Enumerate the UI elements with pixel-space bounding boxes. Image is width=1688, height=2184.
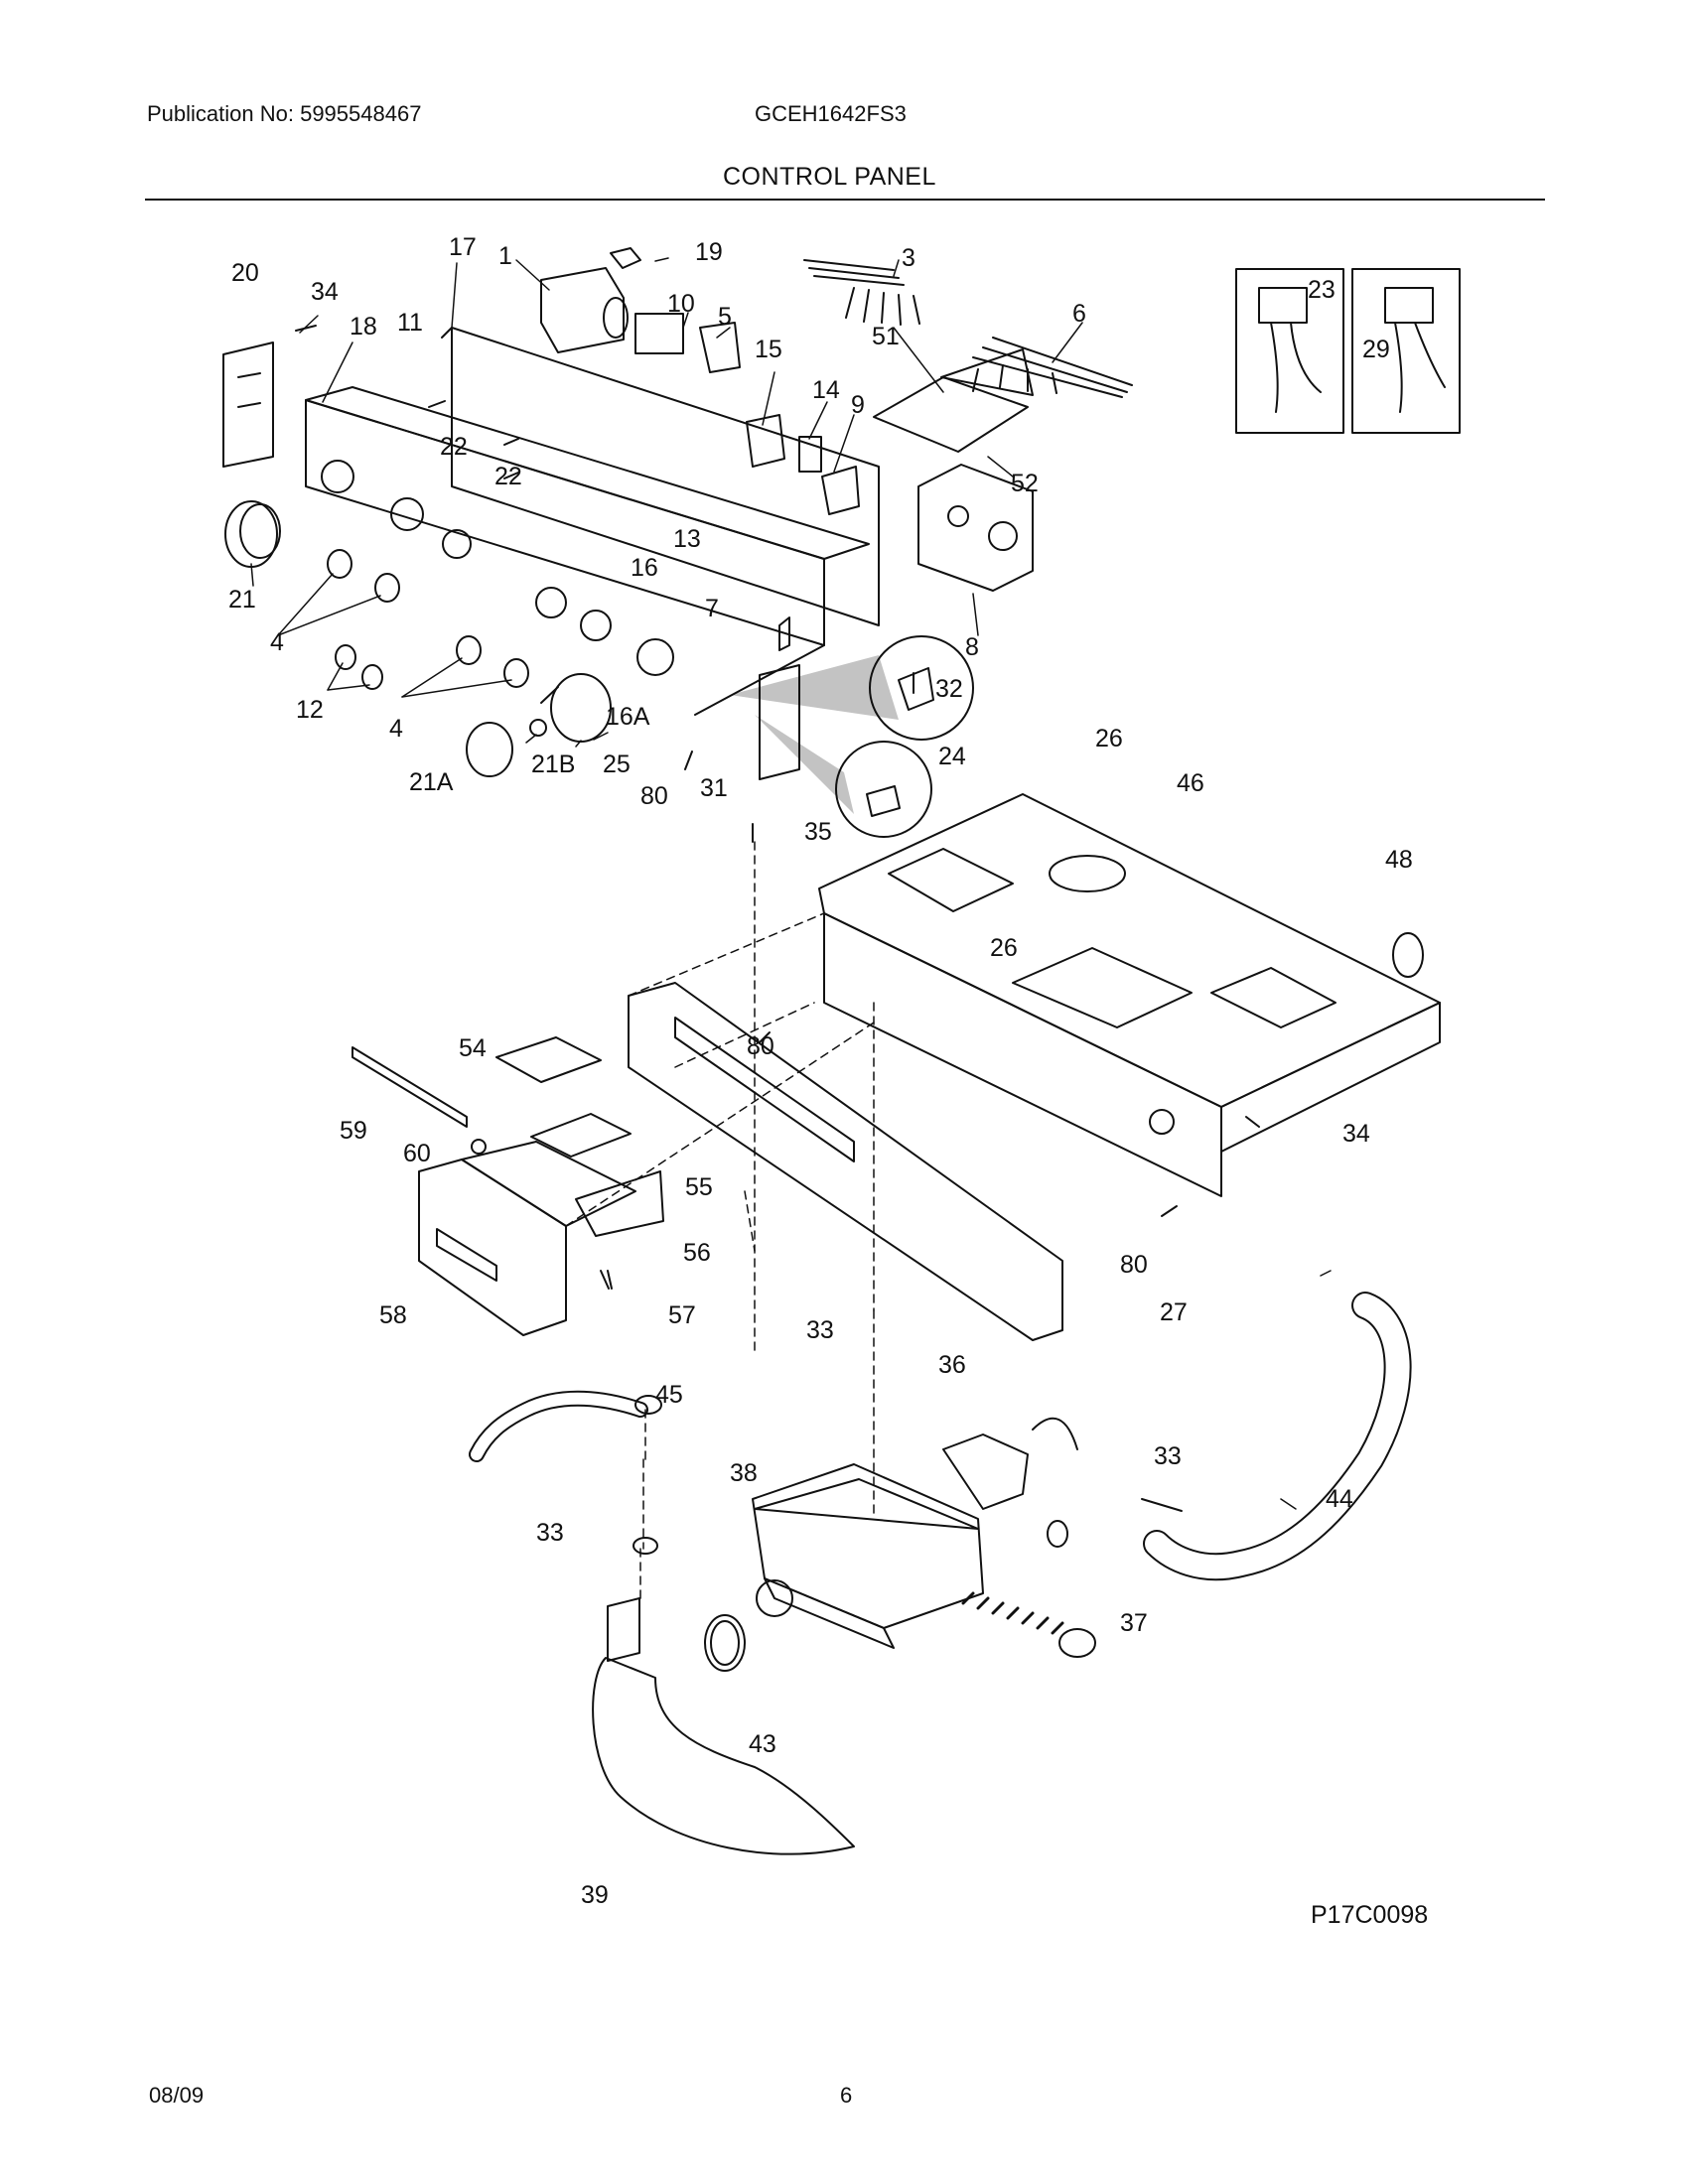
callout-22: 22 xyxy=(494,463,522,490)
fill-hose xyxy=(469,1390,648,1462)
dispenser-inserts xyxy=(352,1036,664,1290)
header-rule xyxy=(145,199,1545,201)
callout-4: 4 xyxy=(270,628,284,656)
assembly-guide-lines xyxy=(565,841,875,1599)
callout-5: 5 xyxy=(718,303,732,331)
callout-21B: 21B xyxy=(531,751,575,778)
small-knobs xyxy=(327,549,529,690)
callout-11: 11 xyxy=(397,309,423,337)
callout-43: 43 xyxy=(749,1730,776,1758)
callout-52: 52 xyxy=(1011,470,1039,497)
callout-34: 34 xyxy=(1342,1120,1370,1148)
dispenser-drawer xyxy=(418,1141,636,1336)
callout-24: 24 xyxy=(938,743,966,770)
callout-12: 12 xyxy=(296,696,324,724)
callout-22: 22 xyxy=(440,433,468,461)
callout-9: 9 xyxy=(851,391,865,419)
callout-80: 80 xyxy=(747,1032,774,1060)
callout-60: 60 xyxy=(403,1140,431,1167)
callout-27: 27 xyxy=(1160,1298,1188,1326)
callout-3: 3 xyxy=(902,244,915,272)
switch-blocks xyxy=(610,247,741,373)
callout-26: 26 xyxy=(1095,725,1123,752)
callout-32: 32 xyxy=(935,675,963,703)
callout-80: 80 xyxy=(1120,1251,1148,1279)
callout-35: 35 xyxy=(804,818,832,846)
motor-unit xyxy=(917,464,1034,592)
callout-14: 14 xyxy=(812,376,840,404)
rear-knob xyxy=(1392,932,1424,978)
dispenser-housing xyxy=(752,1417,1078,1649)
drain-hose xyxy=(1141,1292,1412,1581)
callout-37: 37 xyxy=(1120,1609,1148,1637)
callout-34: 34 xyxy=(311,278,339,306)
callout-19: 19 xyxy=(695,238,723,266)
footer-date: 08/09 xyxy=(149,2083,205,2108)
mount-bracket xyxy=(730,616,974,838)
base-plate xyxy=(818,793,1441,1197)
callout-17: 17 xyxy=(449,233,477,261)
callout-18: 18 xyxy=(350,313,377,341)
callout-20: 20 xyxy=(231,259,259,287)
callout-6: 6 xyxy=(1072,300,1086,328)
callout-48: 48 xyxy=(1385,846,1413,874)
callout-54: 54 xyxy=(459,1034,487,1062)
callout-13: 13 xyxy=(673,525,701,553)
callout-23: 23 xyxy=(1308,276,1336,304)
callout-labels: 1 3 4 4 5 6 7 8 9 10 11 12 13 14 15 16 1… xyxy=(228,233,1413,1909)
cycle-knob-assembly xyxy=(466,673,612,777)
callout-57: 57 xyxy=(668,1301,696,1329)
screws xyxy=(295,325,1260,1217)
back-bracket xyxy=(441,327,880,626)
leader-lines xyxy=(250,257,1332,1510)
callout-26: 26 xyxy=(990,934,1018,962)
front-trim-panel xyxy=(628,982,1063,1341)
model-number: GCEH1642FS3 xyxy=(755,101,907,126)
callout-8: 8 xyxy=(965,633,979,661)
callout-33: 33 xyxy=(806,1316,834,1344)
connector-insets xyxy=(1235,268,1461,434)
callout-38: 38 xyxy=(730,1459,758,1487)
callout-21: 21 xyxy=(228,586,256,614)
figure-code: P17C0098 xyxy=(1311,1901,1429,1929)
callout-15: 15 xyxy=(755,336,782,363)
wire-harnesses xyxy=(803,259,1133,398)
end-bracket xyxy=(222,341,274,468)
callout-59: 59 xyxy=(340,1117,367,1145)
callout-16A: 16A xyxy=(606,703,650,731)
callout-51: 51 xyxy=(872,323,900,350)
page-number: 6 xyxy=(840,2083,853,2108)
callout-55: 55 xyxy=(685,1173,713,1201)
callout-10: 10 xyxy=(667,290,695,318)
callout-39: 39 xyxy=(581,1881,609,1909)
air-duct xyxy=(592,1597,855,1855)
callout-7: 7 xyxy=(705,595,719,622)
hose-clamps xyxy=(633,1395,1068,1555)
bellows-hose xyxy=(961,1591,1096,1658)
callout-80: 80 xyxy=(640,782,668,810)
callout-21A: 21A xyxy=(409,768,454,796)
callout-33: 33 xyxy=(536,1519,564,1547)
control-console-panel xyxy=(305,386,870,716)
callout-31: 31 xyxy=(700,774,728,802)
callout-4: 4 xyxy=(389,715,403,743)
callout-29: 29 xyxy=(1362,336,1390,363)
callout-25: 25 xyxy=(603,751,631,778)
section-title: CONTROL PANEL xyxy=(723,163,936,191)
callout-58: 58 xyxy=(379,1301,407,1329)
callout-46: 46 xyxy=(1177,769,1204,797)
callout-36: 36 xyxy=(938,1351,966,1379)
callout-44: 44 xyxy=(1326,1485,1353,1513)
callout-45: 45 xyxy=(655,1381,683,1409)
timer xyxy=(540,267,629,353)
control-board xyxy=(873,348,1034,453)
callout-33: 33 xyxy=(1154,1442,1182,1470)
callout-1: 1 xyxy=(498,242,512,270)
large-knob xyxy=(224,500,281,568)
publication-number: Publication No: 5995548467 xyxy=(147,101,422,126)
callout-16: 16 xyxy=(631,554,658,582)
callout-56: 56 xyxy=(683,1239,711,1267)
